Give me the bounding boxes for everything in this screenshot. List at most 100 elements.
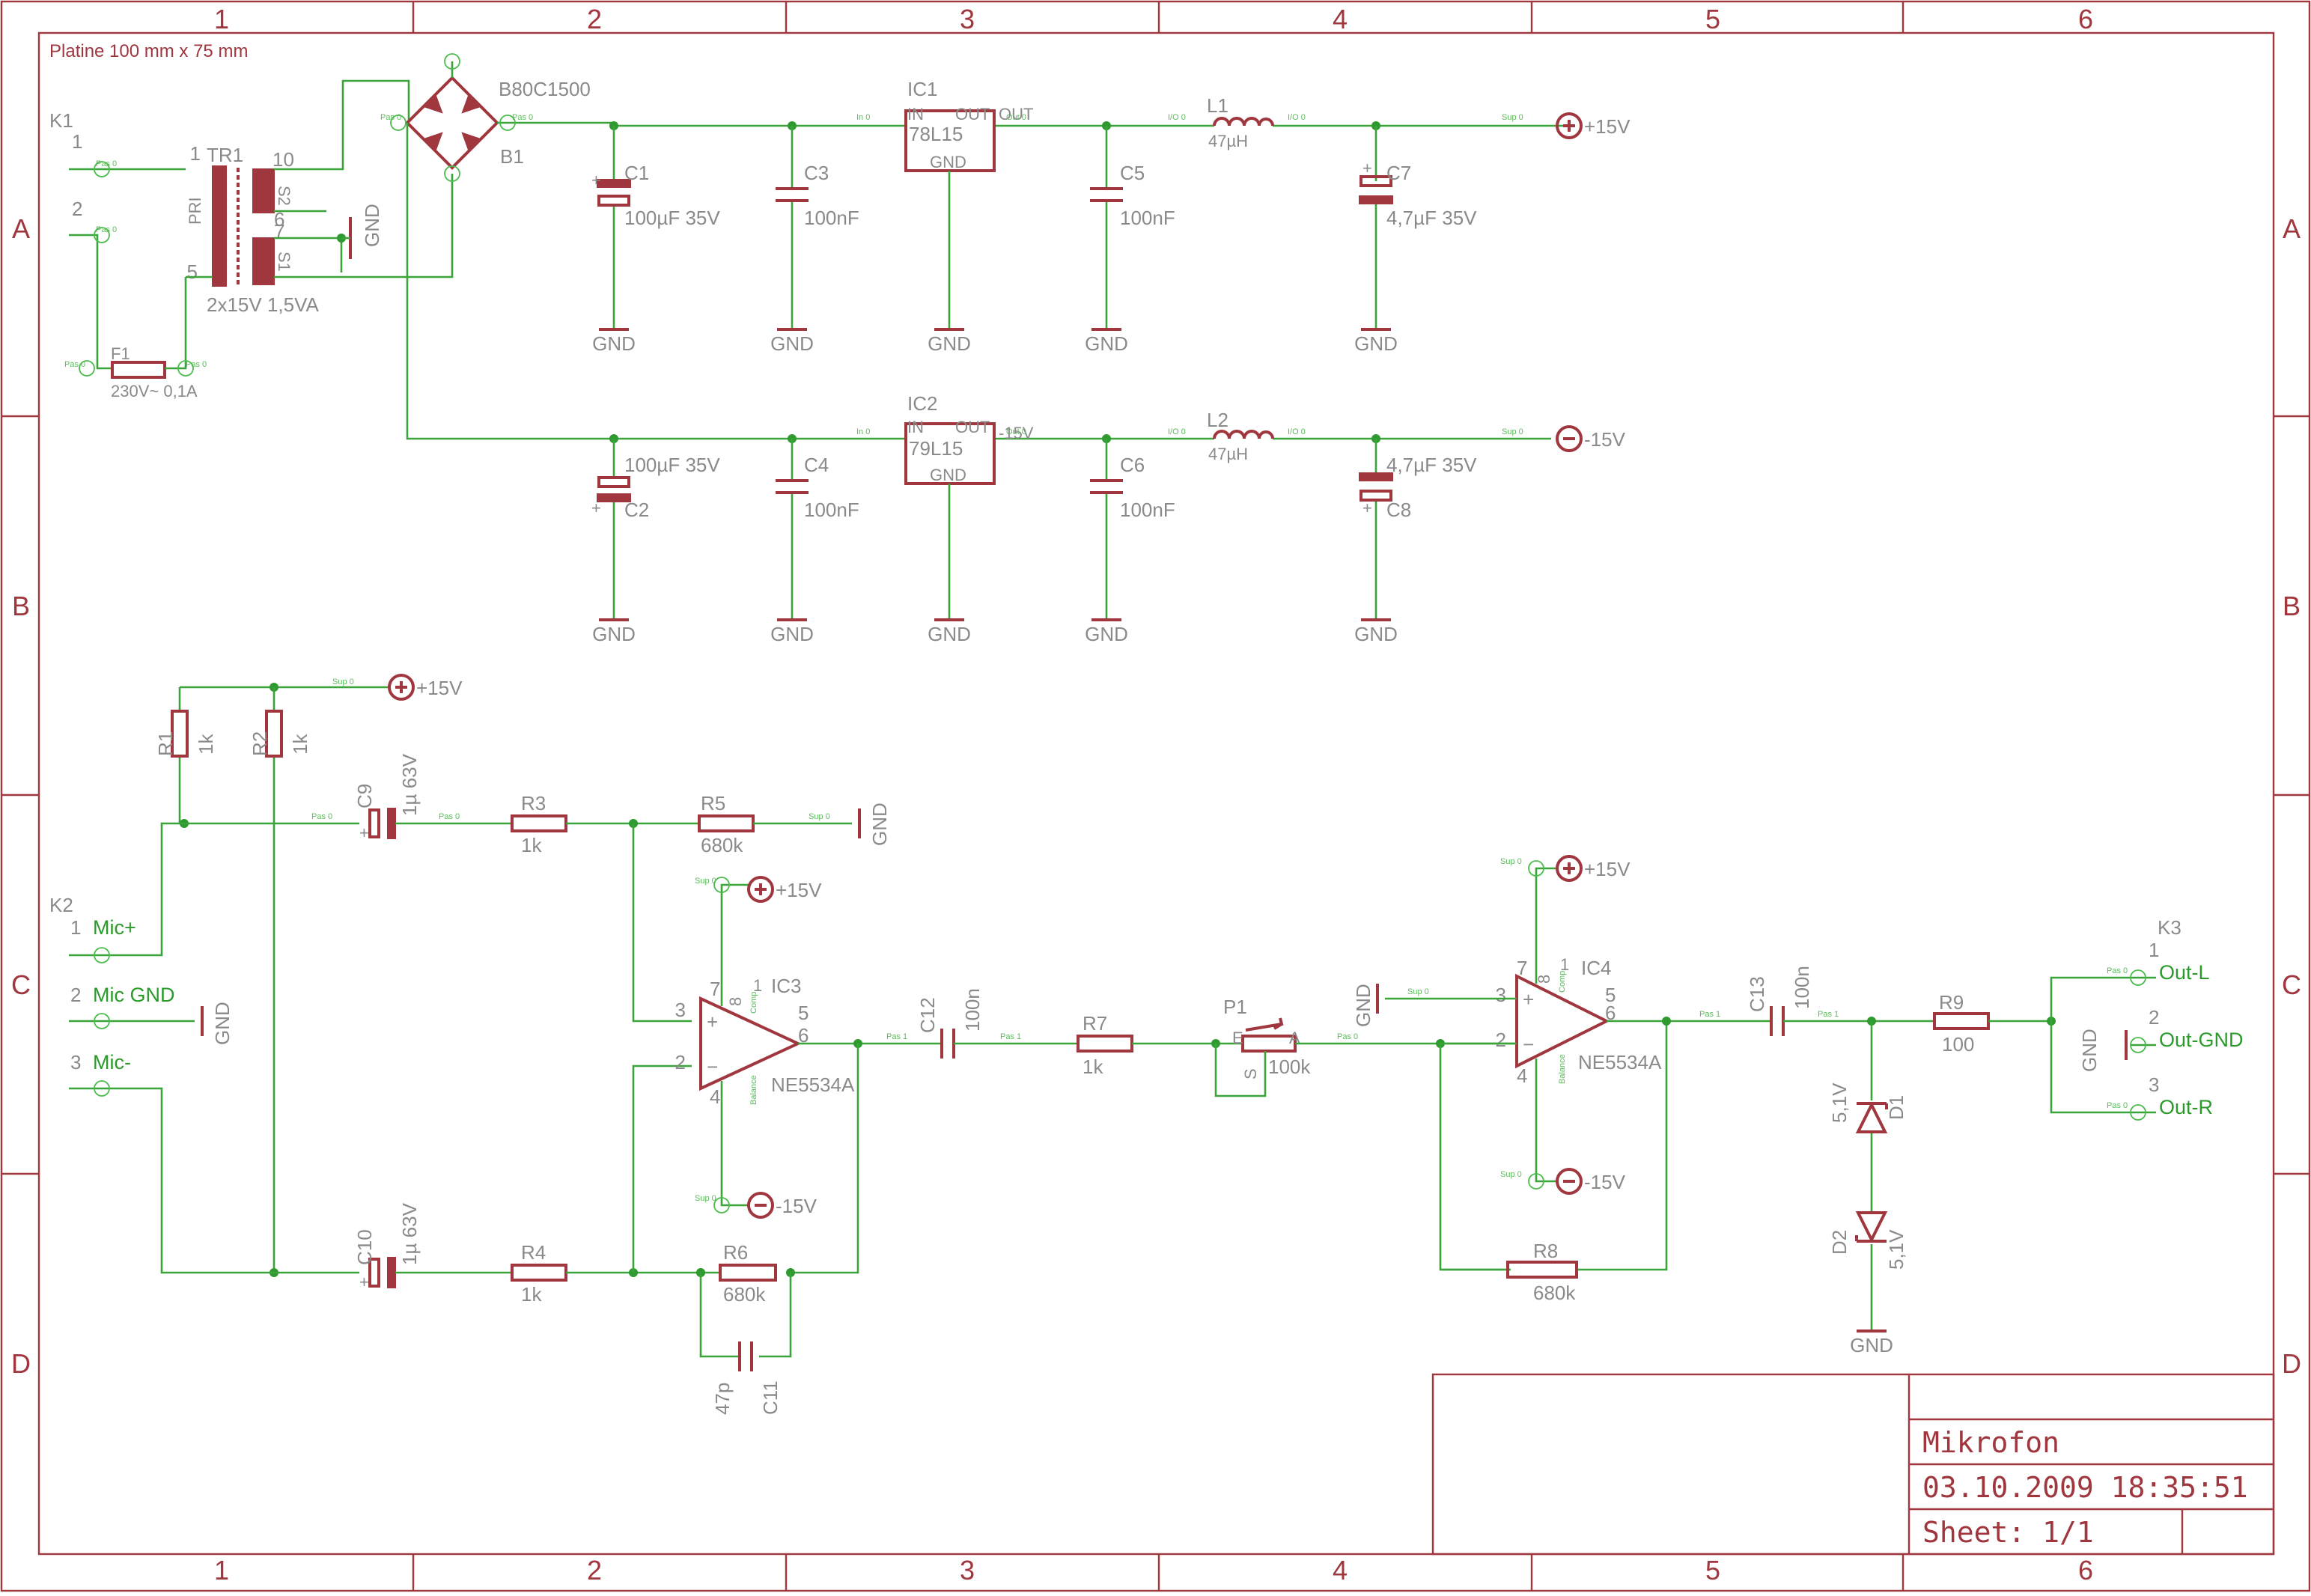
rectifier-b1 — [405, 76, 499, 170]
c11-value: 47p — [711, 1383, 734, 1415]
transformer-tr1-core — [212, 165, 227, 287]
ic1-value: 78L15 — [909, 123, 963, 145]
c3-label: C3 — [804, 162, 829, 184]
gnd-c2: GND — [592, 623, 636, 645]
r6-label: R6 — [723, 1241, 748, 1264]
ic3-pin4: 4 — [710, 1085, 720, 1108]
k3-label: K3 — [2158, 916, 2181, 939]
ic4-pin1: 1 — [1560, 955, 1569, 974]
ic1-out-net: OUT — [999, 105, 1033, 124]
grid-col-2-bottom: 2 — [587, 1555, 602, 1586]
pin-tag-label: Pas 0 — [186, 360, 207, 369]
pin-tag-label: Sup 0 — [809, 812, 830, 821]
r2-value: 1k — [289, 734, 311, 755]
pin-tag-label: Pas 0 — [2107, 966, 2128, 975]
r5-value: 680k — [701, 834, 743, 856]
c1-value: 100µF 35V — [624, 207, 720, 229]
pin-tag-label: I/O 0 — [1168, 113, 1186, 122]
tr1-label: TR1 — [207, 144, 243, 166]
c1-label: C1 — [624, 162, 649, 184]
p1-pin-e: E — [1232, 1029, 1243, 1047]
potentiometer-p1 — [1241, 1035, 1297, 1053]
p1-label: P1 — [1223, 996, 1247, 1018]
c1-plus: + — [591, 171, 601, 189]
power-supply: K1 1 2 F1 230V~ 0,1A TR1 1 5 10 7 6 PRI … — [49, 53, 1631, 645]
ic2-label: IC2 — [907, 392, 937, 415]
pin-tag-label: In 0 — [856, 427, 870, 436]
resistor-r2 — [265, 710, 283, 758]
tr1-pin10: 10 — [272, 148, 294, 171]
pin-tag-label: Pas 0 — [96, 159, 117, 168]
inductor-l2 — [1213, 430, 1274, 439]
ic4-pin4: 4 — [1517, 1064, 1527, 1087]
pin-tag-label: Sup 0 — [695, 877, 716, 886]
net-out-l: Out-L — [2159, 961, 2210, 984]
r1-label: R1 — [154, 731, 177, 756]
svg-text:+: + — [359, 823, 369, 842]
pin-tag-label: Pas 0 — [512, 113, 533, 122]
ic3-comp: Comp — [749, 992, 758, 1014]
ic3-label: IC3 — [771, 975, 801, 997]
c9-label: C9 — [353, 784, 376, 808]
title-block: Mikrofon 03.10.2009 18:35:51 Sheet: 1/1 — [1431, 1373, 2275, 1556]
ic1-gnd: GND — [930, 153, 966, 171]
ic3-pin7: 7 — [710, 978, 720, 1000]
pos15-supply-ic4 — [1556, 855, 1583, 882]
ic4-plus: + — [1523, 988, 1534, 1011]
net-mic-minus: Mic- — [93, 1051, 131, 1073]
tr1-s1: S1 — [275, 252, 293, 272]
ic3-pin8: 8 — [726, 997, 745, 1006]
d2-label: D2 — [1828, 1230, 1851, 1255]
tr1-pin1: 1 — [190, 142, 201, 165]
k1-label: K1 — [49, 109, 73, 132]
grid-row-c-right: C — [2282, 969, 2301, 1000]
ic4-pin8: 8 — [1535, 975, 1553, 984]
gnd-c8: GND — [1354, 623, 1398, 645]
ic4-balance: Balance — [1558, 1054, 1567, 1084]
ic3-balance: Balance — [749, 1075, 758, 1105]
fuse-f1 — [111, 361, 166, 379]
grid-col-1-bottom: 1 — [214, 1555, 229, 1586]
ic3-value: NE5534A — [771, 1073, 855, 1096]
title-date: 03.10.2009 18:35:51 — [1922, 1471, 2248, 1504]
resistor-r3 — [511, 814, 567, 832]
pin-tag-label: Sup 0 — [695, 1194, 716, 1203]
r2-label: R2 — [249, 731, 271, 756]
pin-tag-label: Out 0 — [1006, 427, 1026, 436]
ic2-value: 79L15 — [909, 437, 963, 460]
ic2-out-net: -15V — [999, 424, 1034, 442]
r5-label: R5 — [701, 792, 725, 814]
k3-pin2: 2 — [2149, 1006, 2159, 1029]
ic3-minus: − — [707, 1056, 718, 1078]
grid-col-5-top: 5 — [1705, 4, 1720, 34]
pos15-supply-top — [1556, 112, 1583, 139]
gnd-mic: GND — [211, 1002, 234, 1045]
c8-plus: + — [1362, 499, 1372, 517]
p1-value: 100k — [1268, 1056, 1311, 1078]
ic4-pin2: 2 — [1496, 1029, 1506, 1051]
ic4-pin7: 7 — [1517, 957, 1527, 979]
pin-tag-label: Sup 0 — [1502, 427, 1523, 436]
c5-label: C5 — [1120, 162, 1145, 184]
l1-label: L1 — [1207, 94, 1228, 117]
capacitor-c9 — [368, 808, 380, 838]
grid-col-1-top: 1 — [214, 4, 229, 34]
ic1-in: IN — [907, 105, 924, 124]
ic4-pin6: 6 — [1605, 1002, 1616, 1024]
b1-value: B80C1500 — [499, 78, 591, 100]
gnd-c4: GND — [770, 623, 814, 645]
ic2-gnd: GND — [930, 466, 966, 484]
pin-tag-label: Sup 0 — [1407, 987, 1429, 996]
c9-value: 1µ 63V — [398, 753, 421, 816]
mic-preamp: +15V R1 1k R2 1k K2 1 Mic+ 2 Mic GND 3 M… — [49, 674, 2244, 1415]
pin-tag-label: Pas 0 — [380, 113, 401, 122]
grid-row-c-left: C — [11, 969, 31, 1000]
resistor-r5 — [698, 814, 755, 832]
r6-value: 680k — [723, 1283, 766, 1306]
d2-value: 5,1V — [1885, 1229, 1907, 1270]
r3-value: 1k — [521, 834, 542, 856]
c8-label: C8 — [1386, 499, 1411, 521]
l2-value: 47µH — [1208, 445, 1248, 463]
net-neg15-top: -15V — [1584, 428, 1626, 451]
